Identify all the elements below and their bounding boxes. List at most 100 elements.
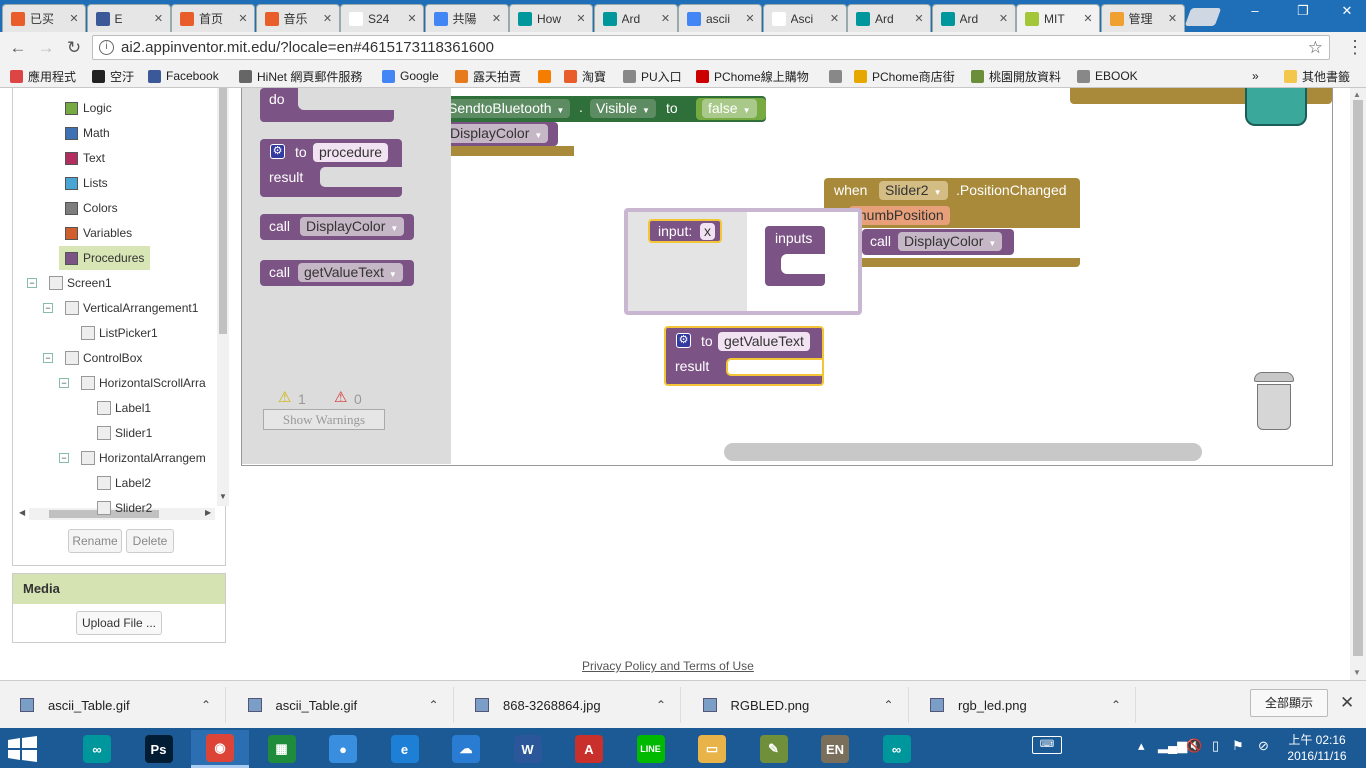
chrome-menu-icon[interactable]: ⋮ bbox=[1346, 37, 1364, 57]
bookmark-item[interactable]: 淘寶 bbox=[564, 67, 606, 85]
component-tree-item[interactable]: ListPicker1 bbox=[81, 324, 158, 342]
windows-start-icon[interactable] bbox=[8, 736, 38, 762]
bookmark-item[interactable]: PChome商店街 bbox=[854, 67, 955, 85]
tree-vertical-scrollbar[interactable]: ▼ bbox=[217, 88, 229, 506]
input-x-block[interactable]: input: x bbox=[648, 219, 722, 243]
browser-tab[interactable]: 共陽✕ bbox=[424, 4, 509, 32]
slider-dropdown[interactable]: Slider2▼ bbox=[879, 181, 948, 200]
taskbar-app-button[interactable]: ∞ bbox=[68, 730, 126, 768]
browser-tab[interactable]: Ard✕ bbox=[593, 4, 678, 32]
browser-tab[interactable]: How✕ bbox=[509, 4, 593, 32]
builtin-drawer-text[interactable]: Text bbox=[65, 149, 105, 167]
taskbar-app-button[interactable]: EN bbox=[806, 730, 864, 768]
rename-button[interactable]: Rename bbox=[68, 529, 122, 553]
bookmark-item[interactable]: Google bbox=[382, 67, 439, 85]
tab-close-icon[interactable]: ✕ bbox=[407, 13, 417, 25]
bookmark-star-icon[interactable]: ☆ bbox=[1307, 38, 1323, 57]
restore-button[interactable]: ❐ bbox=[1297, 3, 1309, 18]
bookmark-item[interactable]: Facebook bbox=[148, 67, 219, 85]
chevron-up-icon[interactable]: ⌃ bbox=[428, 698, 439, 712]
tab-close-icon[interactable]: ✕ bbox=[69, 13, 79, 25]
bookmark-item[interactable] bbox=[538, 67, 556, 85]
getvaluetext-procedure-block[interactable]: ⚙ to getValueText result bbox=[664, 326, 824, 386]
privacy-policy-link[interactable]: Privacy Policy and Terms of Use bbox=[582, 659, 754, 673]
tab-close-icon[interactable]: ✕ bbox=[998, 13, 1009, 25]
minimize-button[interactable]: ‒ bbox=[1251, 3, 1259, 18]
procedure-dropdown[interactable]: DisplayColor▼ bbox=[444, 124, 549, 143]
download-item[interactable]: ascii_Table.gif⌃ bbox=[240, 687, 454, 723]
browser-tab[interactable]: Ard✕ bbox=[847, 4, 931, 32]
bookmark-item[interactable]: 露天拍賣 bbox=[455, 67, 521, 85]
chevron-up-icon[interactable]: ⌃ bbox=[655, 698, 666, 712]
taskbar-app-button[interactable]: Ps bbox=[130, 730, 188, 768]
browser-tab[interactable]: ascii✕ bbox=[678, 4, 762, 32]
taskbar-app-button[interactable]: ● bbox=[314, 730, 372, 768]
browser-tab[interactable]: Asci✕ bbox=[762, 4, 847, 32]
component-tree-item[interactable]: ControlBox bbox=[65, 349, 142, 367]
procedure-result-block[interactable]: ⚙ to procedure result bbox=[260, 139, 402, 197]
component-tree-item[interactable]: Slider1 bbox=[97, 424, 152, 442]
reload-icon[interactable]: ↻ bbox=[66, 38, 82, 57]
mutator-gear-icon[interactable]: ⚙ bbox=[270, 144, 285, 159]
browser-tab[interactable]: 音乐✕ bbox=[255, 4, 340, 32]
browser-tab[interactable]: 管理✕ bbox=[1100, 4, 1185, 32]
bookmark-item[interactable]: HiNet 網頁郵件服務 bbox=[239, 67, 362, 85]
component-tree-item[interactable]: Label1 bbox=[97, 399, 151, 417]
blocks-workspace[interactable]: set SendtoBluetooth▼ . Visible▼ to false… bbox=[241, 88, 1333, 466]
download-item[interactable]: rgb_led.png⌃ bbox=[922, 687, 1136, 723]
tree-collapse-toggle[interactable]: − bbox=[59, 378, 69, 388]
volume-icon[interactable]: 🔇 bbox=[1186, 738, 1203, 753]
other-bookmarks-folder[interactable]: 其他書籤 bbox=[1284, 67, 1350, 85]
browser-tab[interactable]: E✕ bbox=[86, 4, 171, 32]
system-clock[interactable]: 上午 02:16 2016/11/16 bbox=[1287, 733, 1347, 763]
tab-close-icon[interactable]: ✕ bbox=[491, 13, 502, 25]
workspace-horizontal-scrollbar[interactable] bbox=[724, 443, 1202, 461]
false-block[interactable]: false▼ bbox=[696, 98, 766, 120]
builtin-drawer-procedures[interactable]: Procedures bbox=[59, 246, 151, 270]
info-icon[interactable]: i bbox=[99, 40, 114, 55]
forward-icon[interactable]: → bbox=[37, 38, 55, 57]
backpack-icon[interactable] bbox=[1245, 88, 1307, 126]
component-tree-item[interactable]: HorizontalScrollArra bbox=[81, 374, 206, 392]
tab-close-icon[interactable]: ✕ bbox=[322, 13, 333, 25]
taskbar-app-button[interactable]: W bbox=[499, 730, 557, 768]
component-dropdown[interactable]: SendtoBluetooth▼ bbox=[442, 99, 571, 118]
taskbar-app-button[interactable]: ▦ bbox=[253, 730, 311, 768]
download-item[interactable]: 868-3268864.jpg⌃ bbox=[467, 687, 681, 723]
tree-collapse-toggle[interactable]: − bbox=[27, 278, 37, 288]
builtin-drawer-lists[interactable]: Lists bbox=[65, 174, 108, 192]
component-tree-item[interactable]: Screen1 bbox=[49, 274, 112, 292]
tab-close-icon[interactable]: ✕ bbox=[1167, 13, 1178, 25]
delete-button[interactable]: Delete bbox=[126, 529, 174, 553]
close-downloads-icon[interactable]: ✕ bbox=[1340, 693, 1355, 712]
show-all-downloads-button[interactable]: 全部顯示 bbox=[1250, 689, 1328, 717]
bookmark-item[interactable]: PU入口 bbox=[623, 67, 682, 85]
slider2-event-block[interactable]: when Slider2▼ .PositionChanged thumbPosi… bbox=[824, 178, 1080, 228]
taskbar-app-button[interactable]: ◉ bbox=[191, 730, 249, 768]
download-item[interactable]: RGBLED.png⌃ bbox=[695, 687, 909, 723]
back-icon[interactable]: ← bbox=[9, 38, 27, 57]
property-dropdown[interactable]: Visible▼ bbox=[590, 99, 656, 118]
taskbar-app-button[interactable]: LINE bbox=[622, 730, 680, 768]
taskbar-app-button[interactable]: e bbox=[376, 730, 434, 768]
tray-up-icon[interactable]: ▴ bbox=[1138, 738, 1145, 753]
chevron-up-icon[interactable]: ⌃ bbox=[200, 698, 211, 712]
taskbar-app-button[interactable]: ✎ bbox=[745, 730, 803, 768]
bookmark-item[interactable]: 空汙 bbox=[92, 67, 134, 85]
call-displaycolor-in-event[interactable]: call DisplayColor▼ bbox=[862, 229, 1014, 255]
tab-close-icon[interactable]: ✕ bbox=[829, 13, 840, 25]
thumbposition-param[interactable]: thumbPosition bbox=[849, 206, 950, 225]
tree-collapse-toggle[interactable]: − bbox=[43, 353, 53, 363]
network-icon[interactable]: ▂▄▆ bbox=[1158, 738, 1188, 753]
component-tree-item[interactable]: Label2 bbox=[97, 474, 151, 492]
taskbar-app-button[interactable]: A bbox=[560, 730, 618, 768]
procedure-do-block[interactable]: do bbox=[260, 88, 394, 122]
taskbar-app-button[interactable]: ∞ bbox=[868, 730, 926, 768]
tab-close-icon[interactable]: ✕ bbox=[660, 13, 671, 25]
tab-close-icon[interactable]: ✕ bbox=[576, 13, 586, 25]
tab-close-icon[interactable]: ✕ bbox=[745, 13, 755, 25]
inputs-container-block[interactable]: inputs bbox=[765, 226, 825, 286]
browser-tab[interactable]: MIT✕ bbox=[1016, 4, 1100, 32]
keyboard-icon[interactable]: ⌨ bbox=[1032, 736, 1062, 754]
builtin-drawer-colors[interactable]: Colors bbox=[65, 199, 118, 217]
